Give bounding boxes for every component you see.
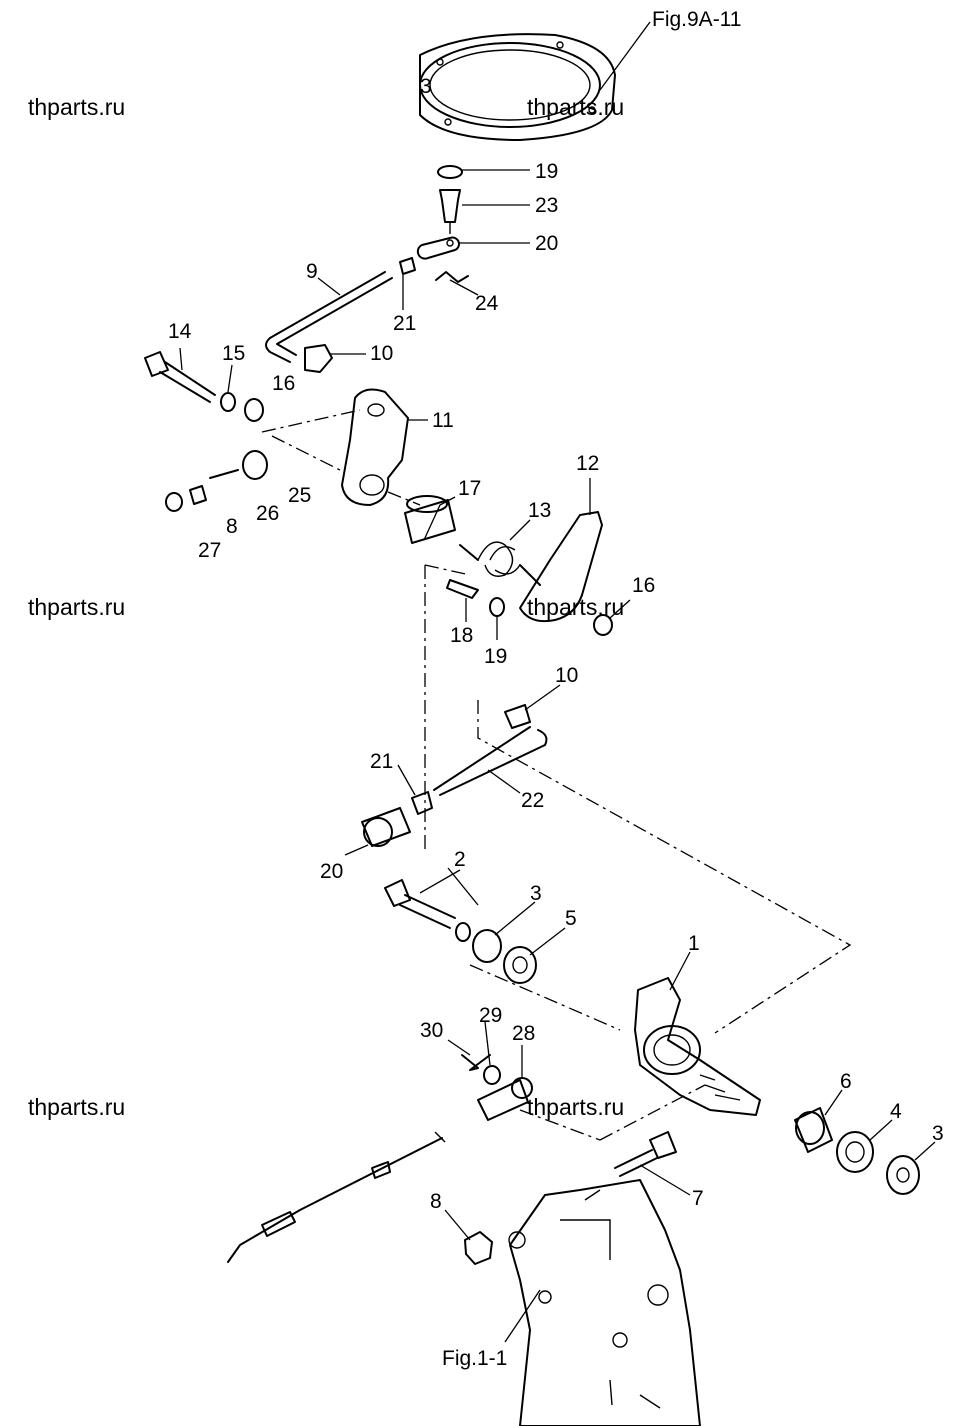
callout-9: 9 xyxy=(306,260,318,283)
callout-2: 2 xyxy=(454,848,466,871)
callout-labels: 3 19 23 20 9 24 21 14 15 10 16 11 17 25 … xyxy=(168,75,944,1213)
rod-22 xyxy=(433,726,548,796)
callout-3: 3 xyxy=(420,75,432,98)
sleeve-6 xyxy=(794,1107,833,1153)
assembly-centerlines xyxy=(261,409,852,1141)
callout-28: 28 xyxy=(512,1022,535,1045)
screw-26 xyxy=(209,469,239,479)
callout-19: 19 xyxy=(535,160,558,183)
callout-10: 10 xyxy=(555,664,578,687)
watermark: thparts.ru xyxy=(527,94,624,120)
leader-lines xyxy=(179,21,936,1343)
callout-16: 16 xyxy=(632,574,655,597)
callout-12: 12 xyxy=(576,452,599,475)
callout-8: 8 xyxy=(430,1190,442,1213)
callout-20: 20 xyxy=(320,860,343,883)
washer-16-top xyxy=(244,398,264,422)
clip-10-top xyxy=(304,344,333,373)
washer-19-mid xyxy=(489,597,505,617)
callout-7: 7 xyxy=(692,1187,704,1210)
spring-13 xyxy=(459,541,541,586)
callout-24: 24 xyxy=(475,292,499,315)
callout-11: 11 xyxy=(432,409,454,432)
callout-20: 20 xyxy=(535,232,558,255)
callout-6: 6 xyxy=(840,1070,852,1093)
callout-26: 26 xyxy=(256,502,279,525)
bolt-2 xyxy=(384,879,456,929)
sleeve-17 xyxy=(404,495,456,544)
callout-18: 18 xyxy=(450,624,473,647)
lock-washer-15 xyxy=(220,392,236,412)
callout-27: 27 xyxy=(198,539,221,562)
washer-16-mid xyxy=(593,614,613,636)
nut-8-top xyxy=(189,485,207,505)
ball-joint-stack xyxy=(399,165,469,283)
bushing-25 xyxy=(242,450,268,480)
bolt-14 xyxy=(144,351,216,403)
callout-30: 30 xyxy=(420,1019,443,1042)
callout-8: 8 xyxy=(226,515,238,538)
washer-5 xyxy=(503,946,537,984)
callout-16: 16 xyxy=(272,372,295,395)
nut-8-bottom xyxy=(464,1231,493,1265)
callout-10: 10 xyxy=(370,342,393,365)
callout-21: 21 xyxy=(370,750,393,773)
lever-11 xyxy=(341,388,409,506)
callout-21: 21 xyxy=(393,312,416,335)
watermark: thparts.ru xyxy=(28,1094,125,1120)
joint-28 xyxy=(477,1077,533,1121)
callout-13: 13 xyxy=(528,499,551,522)
nut-21-bottom xyxy=(411,791,433,815)
pin-18 xyxy=(446,579,479,599)
callout-14: 14 xyxy=(168,320,192,343)
bolt-7 xyxy=(614,1131,677,1177)
throttle-cable xyxy=(227,1131,446,1263)
callout-29: 29 xyxy=(479,1004,502,1027)
bushing-4 xyxy=(836,1131,874,1173)
callout-1: 1 xyxy=(688,932,700,955)
watermark: thparts.ru xyxy=(527,1094,624,1120)
callout-25: 25 xyxy=(288,484,311,507)
washer-3-mid xyxy=(472,929,502,963)
pin-30 xyxy=(461,1054,491,1071)
callout-3: 3 xyxy=(530,882,542,905)
callout-5: 5 xyxy=(565,907,577,930)
lock-washer-2 xyxy=(455,922,471,942)
watermark: thparts.ru xyxy=(28,94,125,120)
callout-22: 22 xyxy=(521,789,544,812)
washer-3-right xyxy=(886,1155,920,1195)
gasket-part xyxy=(419,33,616,141)
engine-housing xyxy=(508,1179,701,1426)
callout-4: 4 xyxy=(890,1100,902,1123)
rod-9 xyxy=(265,271,393,363)
washer-29 xyxy=(483,1065,501,1085)
lever-12 xyxy=(519,511,603,623)
figure-ref-top: Fig.9A-11 xyxy=(652,8,742,31)
callout-3: 3 xyxy=(932,1122,944,1145)
figure-ref-bottom: Fig.1-1 xyxy=(442,1347,507,1370)
callout-19: 19 xyxy=(484,645,507,668)
bracket-1 xyxy=(634,977,761,1116)
clip-10-bottom xyxy=(504,704,531,729)
callout-15: 15 xyxy=(222,342,245,365)
watermark: thparts.ru xyxy=(28,594,125,620)
washer-27 xyxy=(165,492,183,512)
sleeve-20-bottom xyxy=(361,807,411,847)
callout-17: 17 xyxy=(458,477,481,500)
watermark: thparts.ru xyxy=(527,594,624,620)
callout-23: 23 xyxy=(535,194,558,217)
